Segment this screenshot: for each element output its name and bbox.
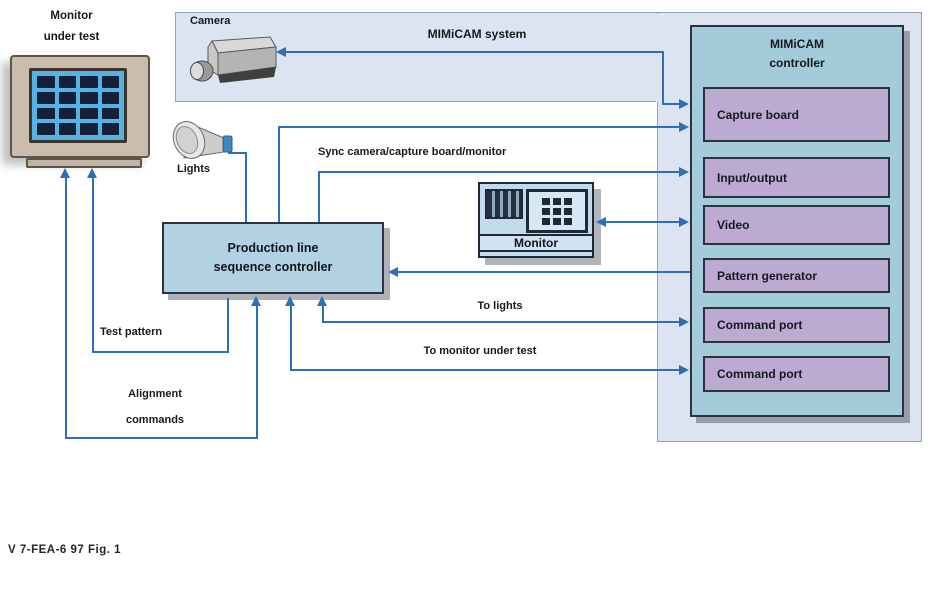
alignment-line-v2 — [65, 177, 67, 439]
arrow-into-capture-board-2 — [679, 122, 689, 132]
alignment-line-h — [65, 437, 258, 439]
arrow-into-monitor-icon — [596, 217, 606, 227]
crt-screen — [29, 68, 127, 143]
camera-icon — [190, 36, 277, 83]
monitor-under-test-icon — [10, 55, 150, 158]
camera-label: Camera — [190, 15, 231, 27]
board-command-port-2: Command port — [703, 356, 890, 392]
plc-capture-line-h — [278, 126, 682, 128]
monitor-under-test-label-line2: under test — [43, 31, 100, 43]
mimicam-controller-title-line1: MIMiCAM — [770, 37, 824, 51]
board-capture-board: Capture board — [703, 87, 890, 142]
board-pattern-generator: Pattern generator — [703, 258, 890, 293]
test-pattern-line-v1 — [227, 298, 229, 353]
pattern-generator-line-h — [396, 271, 694, 273]
mimicam-controller-title: MIMiCAM controller — [692, 35, 902, 73]
label-to-lights: To lights — [477, 300, 523, 312]
board-video: Video — [703, 205, 890, 245]
test-pattern-line-v2 — [92, 177, 94, 353]
monitor-icon-screen — [526, 189, 588, 233]
arrow-into-command-port-1 — [679, 317, 689, 327]
label-test-pattern: Test pattern — [100, 326, 163, 338]
monitor-under-test-label: Monitor under test — [4, 6, 139, 48]
monitor-icon-label: Monitor — [480, 234, 592, 252]
to-monitor-line-v — [290, 305, 292, 371]
to-monitor-line-h — [290, 369, 682, 371]
monitor-icon: Monitor — [478, 182, 594, 258]
monitor-icon-screen-dots — [542, 197, 572, 225]
arrow-into-capture-board-1 — [679, 99, 689, 109]
monitor-icon-vent-panel — [485, 189, 523, 219]
crt-base — [26, 158, 142, 168]
arrow-into-command-port-2 — [679, 365, 689, 375]
camera-capture-line-v — [662, 51, 664, 105]
test-pattern-line-h — [92, 351, 229, 353]
board-input-output: Input/output — [703, 157, 890, 198]
arrow-into-input-output — [679, 167, 689, 177]
monitor-under-test-label-line1: Monitor — [50, 10, 93, 22]
lights-line-v — [245, 152, 247, 224]
sequence-controller-box: Production line sequence controller — [162, 222, 384, 294]
label-sync: Sync camera/capture board/monitor — [318, 146, 507, 158]
lights-label: Lights — [177, 163, 210, 175]
to-lights-line-v — [322, 305, 324, 323]
camera-capture-line-h — [286, 51, 664, 53]
camera-capture-line-h2 — [662, 103, 682, 105]
board-command-port-1: Command port — [703, 307, 890, 343]
arrow-into-plc-bottom-3 — [251, 296, 261, 306]
arrow-into-plc-bottom-1 — [317, 296, 327, 306]
sequence-controller-label-line2: sequence controller — [213, 260, 333, 274]
alignment-line-v1 — [256, 305, 258, 439]
arrow-into-monitor-test-pattern — [87, 168, 97, 178]
arrow-into-plc-from-pattern-generator — [388, 267, 398, 277]
label-to-monitor-under-test: To monitor under test — [423, 345, 537, 357]
label-alignment-commands: Alignment commands — [125, 388, 185, 426]
arrow-into-plc-bottom-2 — [285, 296, 295, 306]
mimicam-controller-title-line2: controller — [769, 56, 825, 70]
plc-capture-line-v — [278, 126, 280, 224]
sequence-controller-label-line1: Production line — [227, 241, 319, 255]
arrow-into-video — [679, 217, 689, 227]
mimicam-system-label: MIMiCAM system — [427, 27, 527, 41]
to-lights-line-h — [322, 321, 682, 323]
mimicam-controller-box: MIMiCAM controller Capture board Input/o… — [690, 25, 904, 417]
sync-line-h — [318, 171, 682, 173]
video-line-h — [604, 221, 682, 223]
arrow-into-camera — [276, 47, 286, 57]
figure-caption: V 7-FEA-6 97 Fig. 1 — [8, 544, 122, 556]
arrow-into-monitor-alignment — [60, 168, 70, 178]
sync-line-v — [318, 171, 320, 224]
lights-line-h — [228, 152, 247, 154]
lights-icon — [172, 121, 233, 159]
